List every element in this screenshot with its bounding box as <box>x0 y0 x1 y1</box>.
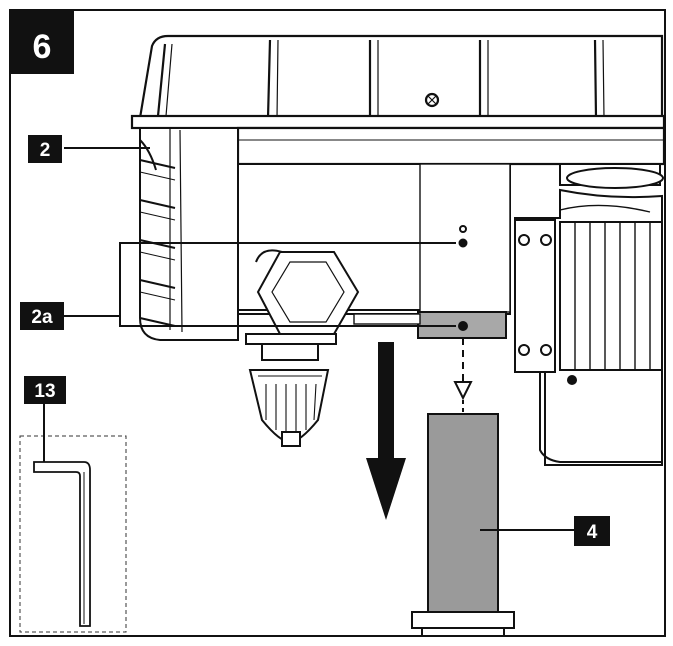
down-arrow-icon <box>366 342 406 520</box>
label-13-badge: 13 <box>24 376 66 404</box>
screw-icon <box>458 321 468 331</box>
left-side-panel <box>139 127 239 341</box>
label-4: 4 <box>587 522 598 543</box>
alignment-arrow-icon <box>453 338 473 412</box>
figure-number: 6 <box>33 28 52 66</box>
screw-icon <box>458 238 468 248</box>
column <box>411 413 515 637</box>
fixing-screws <box>458 225 468 331</box>
figure-number-badge: 6 <box>10 10 74 74</box>
label-2a: 2a <box>31 307 53 328</box>
spindle-assembly <box>245 249 360 447</box>
label-2-badge: 2 <box>28 135 62 163</box>
figure-frame <box>9 9 666 637</box>
hex-key-icon <box>19 435 127 633</box>
label-2a-badge: 2a <box>20 302 64 330</box>
leader-lines <box>43 147 574 531</box>
label-4-badge: 4 <box>574 516 610 546</box>
motor <box>514 163 664 466</box>
label-13: 13 <box>34 381 55 402</box>
screw-icon <box>459 225 467 233</box>
label-2: 2 <box>40 140 51 161</box>
